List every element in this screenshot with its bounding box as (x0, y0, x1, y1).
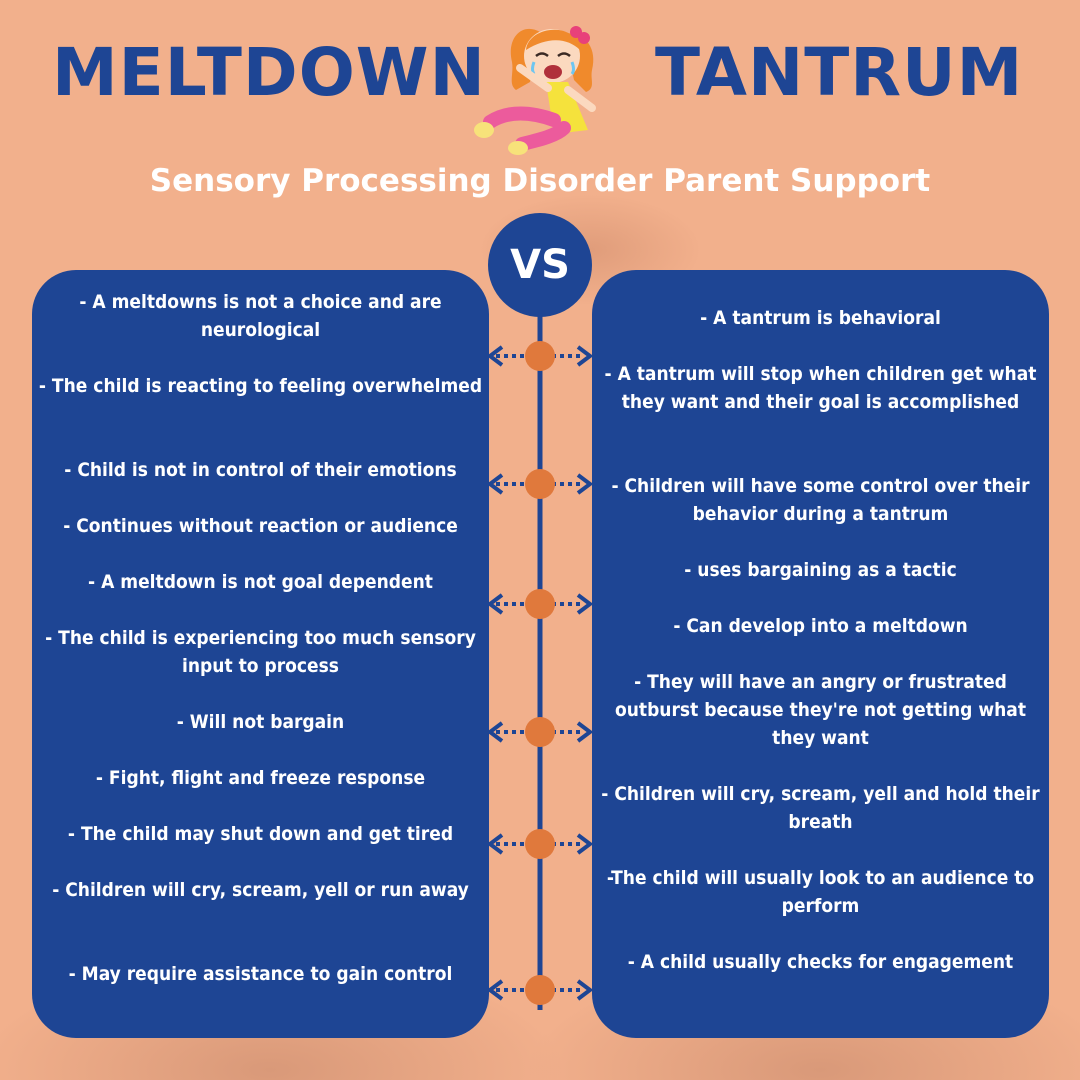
meltdown-item: - The child is reacting to feeling overw… (38, 375, 483, 397)
subtitle: Sensory Processing Disorder Parent Suppo… (149, 163, 931, 199)
connector-dot (525, 829, 555, 859)
connector-dot (525, 975, 555, 1005)
meltdown-title: MELTDOWN (52, 34, 486, 111)
vs-badge: VS (488, 213, 592, 317)
double-arrow-connector-icon (486, 829, 594, 859)
double-arrow-connector-icon (486, 717, 594, 747)
tantrum-title: TANTRUM (655, 34, 1024, 111)
tantrum-item: - Children will have some control over t… (611, 475, 1030, 525)
tantrum-item: -The child will usually look to an audie… (606, 867, 1035, 917)
double-arrow-connector-icon (486, 589, 594, 619)
meltdown-panel: - A meltdowns is not a choice and are ne… (32, 270, 489, 1038)
meltdown-item: - Child is not in control of their emoti… (64, 459, 457, 481)
tantrum-panel: - A tantrum is behavioral - A tantrum wil… (592, 270, 1049, 1038)
double-arrow-connector-icon (486, 975, 594, 1005)
meltdown-item: - A meltdowns is not a choice and are ne… (79, 291, 442, 341)
tantrum-item: - A tantrum will stop when children get … (604, 363, 1037, 413)
tantrum-item: - They will have an angry or frustrated … (614, 671, 1026, 749)
meltdown-item: - Will not bargain (176, 711, 345, 733)
meltdown-item: - May require assistance to gain control (68, 963, 453, 985)
meltdown-item: - Children will cry, scream, yell or run… (52, 879, 469, 901)
meltdown-item: - Fight, flight and freeze response (95, 767, 426, 789)
meltdown-item: - The child may shut down and get tired (67, 823, 454, 845)
meltdown-item: - Continues without reaction or audience (63, 515, 458, 537)
double-arrow-connector-icon (486, 341, 594, 371)
connector-dot (525, 469, 555, 499)
meltdown-item: - The child is experiencing too much sen… (45, 627, 476, 677)
tantrum-item: - A tantrum is behavioral (700, 307, 941, 329)
connector-dot (525, 341, 555, 371)
tantrum-item: - A child usually checks for engagement (627, 951, 1014, 973)
meltdown-item: - A meltdown is not goal dependent (88, 571, 433, 593)
tantrum-item: - uses bargaining as a tactic (684, 559, 957, 581)
crying-girl-tantrum-icon (474, 26, 596, 155)
double-arrow-connector-icon (486, 469, 594, 499)
connector-dot (525, 589, 555, 619)
tantrum-item: - Children will cry, scream, yell and ho… (601, 783, 1040, 833)
connector-dot (525, 717, 555, 747)
tantrum-item: - Can develop into a meltdown (673, 615, 968, 637)
